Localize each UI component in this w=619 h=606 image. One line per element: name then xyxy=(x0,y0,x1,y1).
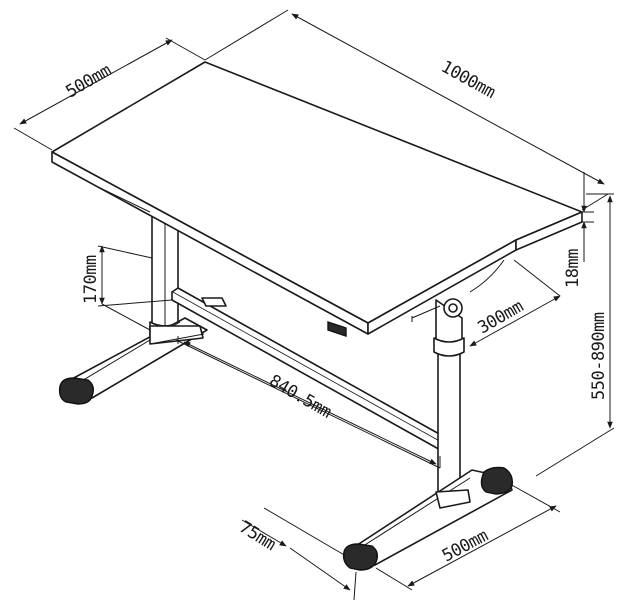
label-crank-offset: 300mm xyxy=(475,297,527,339)
label-depth-top: 500mm xyxy=(63,61,115,103)
dim-depth-top xyxy=(13,37,206,151)
dim-crossbar-length xyxy=(149,333,441,469)
label-thickness: 18mm xyxy=(563,249,583,288)
dim-crossbar-drop xyxy=(97,245,173,331)
dim-foot-width xyxy=(241,507,357,601)
desk-top xyxy=(51,61,583,337)
right-leg xyxy=(433,298,465,505)
left-leg xyxy=(149,211,181,341)
dim-crank-offset xyxy=(469,259,561,347)
label-height: 550-890mm xyxy=(589,312,609,400)
right-foot xyxy=(342,466,514,571)
label-foot-width: 75mm xyxy=(235,517,279,555)
label-width-top: 1000mm xyxy=(438,57,499,103)
label-crossbar-drop: 170mm xyxy=(81,255,101,304)
label-foot-length: 500mm xyxy=(439,526,492,567)
dim-height xyxy=(535,193,615,477)
dim-foot-length xyxy=(375,483,561,591)
dim-thickness xyxy=(581,172,594,262)
left-foot xyxy=(58,317,208,405)
crossbar xyxy=(171,287,451,453)
